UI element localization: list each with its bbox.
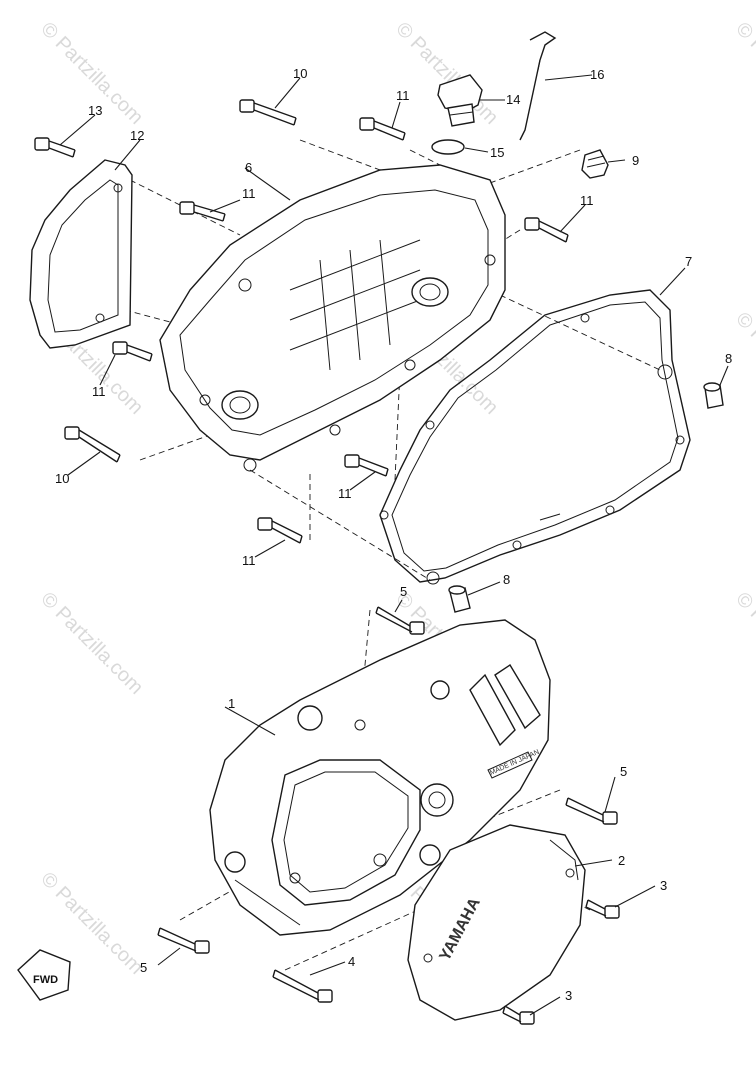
callout-5-a: 5 — [400, 584, 407, 599]
part-7-gasket[interactable] — [379, 289, 691, 585]
callout-15: 15 — [490, 145, 504, 160]
bolt-3-b[interactable] — [502, 1005, 535, 1025]
callout-10-a: 10 — [293, 66, 307, 81]
part-12-sprocket-cover[interactable] — [29, 159, 133, 349]
bolt-11-f[interactable] — [257, 517, 303, 544]
watermark-9: © Partzilla.com — [731, 588, 756, 699]
bolt-11-c[interactable] — [524, 217, 569, 243]
callout-14: 14 — [506, 92, 520, 107]
bolt-10-upper[interactable] — [239, 99, 297, 126]
fwd-label: FWD — [33, 974, 58, 986]
bolt-11-e[interactable] — [344, 454, 389, 477]
callout-11-a: 11 — [242, 186, 256, 201]
bolt-5-c[interactable] — [157, 927, 210, 954]
bolt-11-b[interactable] — [359, 117, 406, 141]
bolt-3-a[interactable] — [585, 899, 620, 919]
callout-12: 12 — [130, 128, 144, 143]
callout-7: 7 — [685, 254, 692, 269]
callout-labels: 1 2 3 3 4 5 5 5 6 7 8 8 9 10 10 11 11 11… — [55, 66, 732, 1003]
callout-8-b: 8 — [503, 572, 510, 587]
bolt-4[interactable] — [272, 969, 333, 1003]
part-1-crankcase-cover-outer[interactable]: MADE IN JAPAN — [209, 619, 551, 936]
callout-11-d: 11 — [92, 384, 106, 399]
bolt-10-lower[interactable] — [64, 426, 121, 463]
part-9-plug[interactable] — [581, 149, 609, 179]
callout-3-b: 3 — [565, 988, 572, 1003]
bolt-13[interactable] — [34, 137, 76, 158]
watermark-6: © Partzilla.com — [731, 308, 756, 419]
callout-5-b: 5 — [620, 764, 627, 779]
callout-2: 2 — [618, 853, 625, 868]
callout-10-b: 10 — [55, 471, 69, 486]
callout-13: 13 — [88, 103, 102, 118]
bolt-5-a[interactable] — [375, 606, 425, 635]
callout-5-c: 5 — [140, 960, 147, 975]
callout-9: 9 — [632, 153, 639, 168]
callout-16: 16 — [590, 67, 604, 82]
watermark-3: © Partzilla.com — [731, 18, 756, 129]
bolt-11-d[interactable] — [112, 341, 153, 362]
callout-4: 4 — [348, 954, 355, 969]
callout-1: 1 — [228, 696, 235, 711]
part-15-o-ring[interactable] — [431, 139, 465, 155]
callout-6: 6 — [245, 160, 252, 175]
bolt-5-b[interactable] — [565, 797, 618, 825]
part-6-crankcase-cover[interactable] — [159, 164, 506, 472]
callout-11-f: 11 — [242, 553, 256, 568]
callout-11-c: 11 — [580, 193, 594, 208]
part-2-cover-yamaha[interactable]: YAMAHA — [407, 824, 586, 1021]
callout-3-a: 3 — [660, 878, 667, 893]
callout-11-e: 11 — [338, 486, 352, 501]
callout-8-a: 8 — [725, 351, 732, 366]
leader-lines — [59, 74, 729, 1016]
part-14-filler-cap[interactable] — [437, 74, 483, 127]
part-16-dipstick[interactable] — [519, 31, 557, 141]
forward-arrow-icon: FWD — [17, 949, 71, 1001]
part-8-dowel-lower[interactable] — [448, 585, 471, 613]
watermark-7: © Partzilla.com — [36, 588, 147, 699]
part-8-dowel-upper[interactable] — [703, 382, 724, 409]
bolt-11-a[interactable] — [179, 201, 226, 222]
watermark-2: © Partzilla.com — [391, 18, 502, 129]
callout-11-b: 11 — [396, 88, 410, 103]
